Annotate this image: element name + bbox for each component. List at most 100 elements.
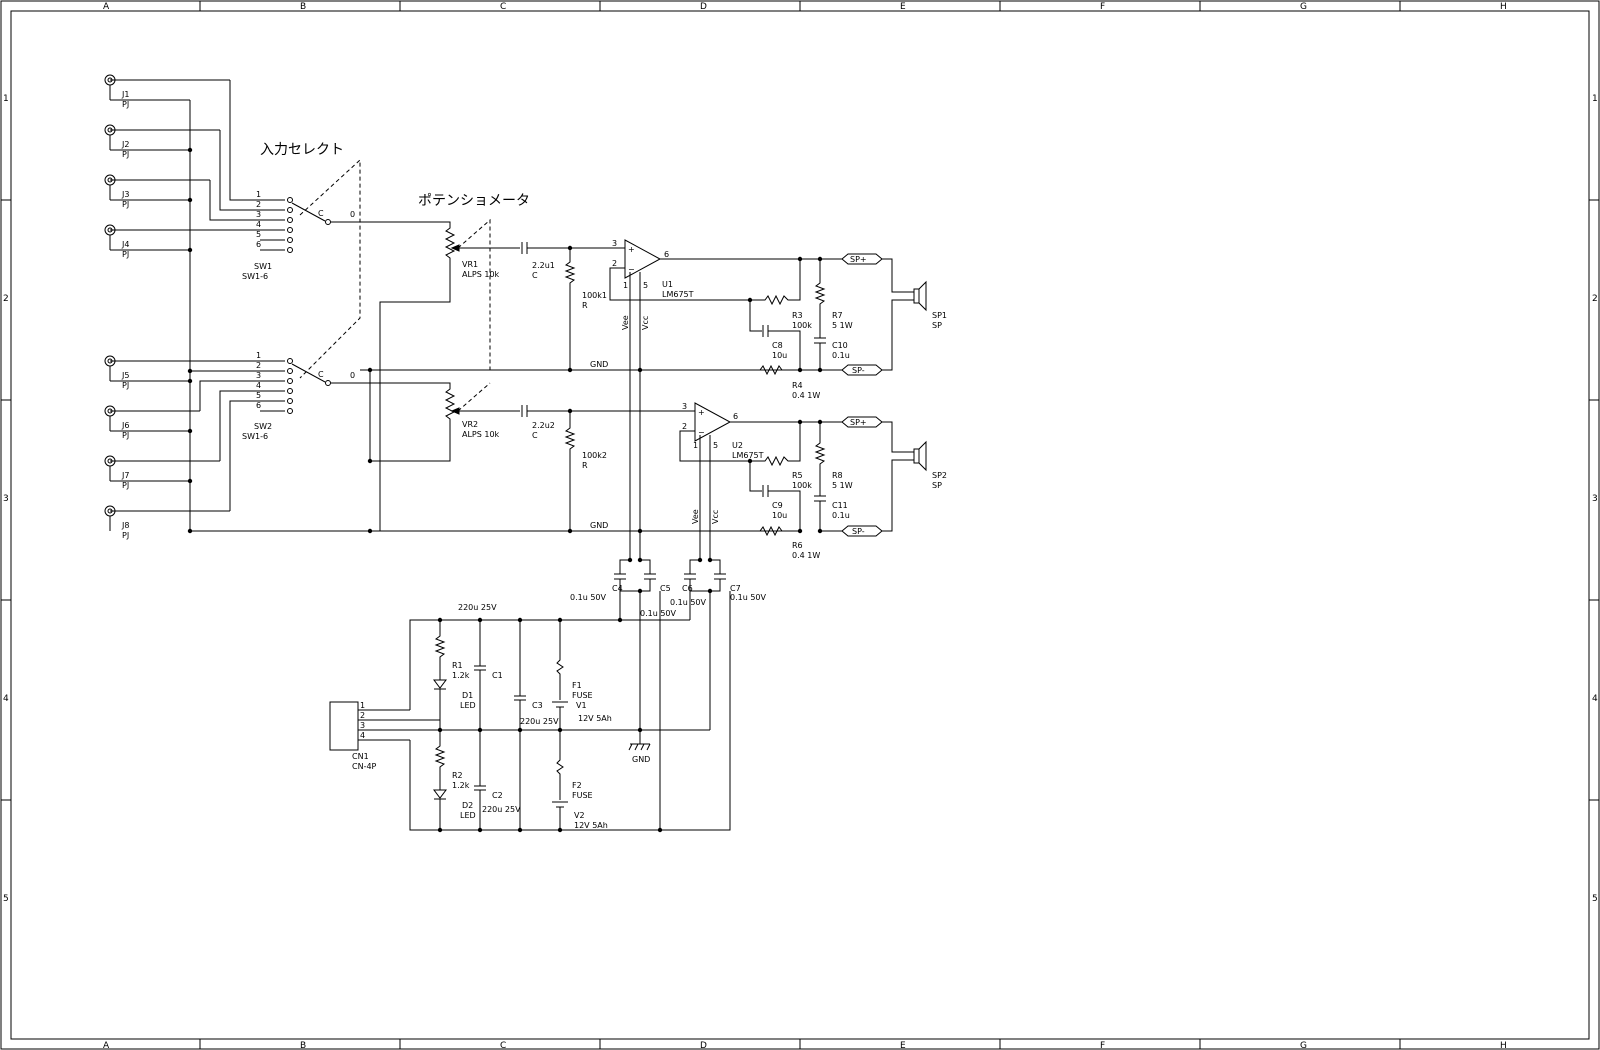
r8-value: 5 1W bbox=[832, 481, 853, 490]
r-100k1-value: R bbox=[582, 301, 588, 310]
gnd-label-ch1: GND bbox=[590, 360, 608, 369]
c7-value: 0.1u 50V bbox=[730, 593, 767, 602]
col-label-f: F bbox=[1100, 2, 1105, 12]
c11-value: 0.1u bbox=[832, 511, 850, 520]
d1-value: LED bbox=[460, 701, 476, 710]
jack-j3: J3 PJ bbox=[104, 174, 210, 209]
c-2u2-1-ref: 2.2u1 bbox=[532, 261, 555, 270]
u2-pin-1: 1 bbox=[693, 441, 698, 450]
vr2-value: ALPS 10k bbox=[462, 430, 500, 439]
sw1-value: SW1-6 bbox=[242, 272, 268, 281]
u2-value: LM675T bbox=[732, 451, 764, 460]
jack-j3-ref: J3 bbox=[121, 190, 129, 199]
c3-ref: C3 bbox=[532, 701, 543, 710]
u2-pin-plus: 3 bbox=[682, 402, 687, 411]
c1-value: 220u 25V bbox=[458, 603, 497, 612]
sp1-plus-label: SP+ bbox=[850, 255, 867, 264]
u2-pin-5: 5 bbox=[713, 441, 718, 450]
cn1-pin-1: 1 bbox=[360, 701, 365, 710]
v2-value: 12V 5Ah bbox=[574, 821, 608, 830]
v2-ref: V2 bbox=[574, 811, 585, 820]
u1-minus-sign: − bbox=[628, 265, 635, 274]
u2-vcc: Vcc bbox=[711, 510, 720, 524]
r1-ref: R1 bbox=[452, 661, 463, 670]
jack-j5-ref: J5 bbox=[121, 371, 129, 380]
sw1-pin-5: 5 bbox=[256, 230, 261, 239]
r1-value: 1.2k bbox=[452, 671, 470, 680]
u1-vcc: Vcc bbox=[641, 316, 650, 330]
sw1-common: C bbox=[318, 209, 324, 218]
c5-value: 0.1u 50V bbox=[640, 609, 677, 618]
col-label-g-bottom: G bbox=[1300, 1041, 1307, 1050]
row-label-3: 3 bbox=[3, 494, 9, 504]
col-label-c-bottom: C bbox=[500, 1041, 506, 1050]
c4-ref: C4 bbox=[612, 584, 623, 593]
f1-value: FUSE bbox=[572, 691, 593, 700]
r-100k2-value: R bbox=[582, 461, 588, 470]
sw2-pin-6: 6 bbox=[256, 401, 261, 410]
sw1-pin-4: 4 bbox=[256, 220, 261, 229]
jack-j6-ref: J6 bbox=[121, 421, 129, 430]
u1-ref: U1 bbox=[662, 280, 673, 289]
sp2-ref: SP2 bbox=[932, 471, 947, 480]
sw1-pin-6: 6 bbox=[256, 240, 261, 249]
jack-j2-value: PJ bbox=[122, 150, 129, 159]
c1-ref: C1 bbox=[492, 671, 503, 680]
sp2-plus-label: SP+ bbox=[850, 418, 867, 427]
u1-vee: Vee bbox=[621, 315, 630, 330]
frame-labels: A B C D E F G H A B C D E F G H 1 2 3 4 … bbox=[3, 2, 1598, 1050]
c3-value: 220u 25V bbox=[520, 717, 559, 726]
vr1-value: ALPS 10k bbox=[462, 270, 500, 279]
jack-j7: J7 PJ bbox=[104, 455, 220, 490]
row-label-1-right: 1 bbox=[1592, 94, 1598, 104]
sw2-zero: 0 bbox=[350, 371, 355, 380]
r8-ref: R8 bbox=[832, 471, 843, 480]
f1-ref: F1 bbox=[572, 681, 582, 690]
c8-value: 10u bbox=[772, 351, 787, 360]
u1-pin-5: 5 bbox=[643, 281, 648, 290]
v1-value: 12V 5Ah bbox=[578, 714, 612, 723]
sw2-common: C bbox=[318, 370, 324, 379]
c4-value: 0.1u 50V bbox=[570, 593, 607, 602]
d1-ref: D1 bbox=[462, 691, 473, 700]
amp-feedback-ch2: R5 100k C9 10u R6 0.4 1W R8 5 1W C11 0.1… bbox=[749, 422, 853, 560]
pot-vr2: VR2 ALPS 10k bbox=[360, 370, 500, 462]
speaker-sp2: SP+ SP- SP2 SP bbox=[810, 416, 947, 537]
opamp-u2: + − 3 2 6 1 5 U2 LM675T Vee Vcc bbox=[679, 402, 810, 560]
f2-ref: F2 bbox=[572, 781, 582, 790]
r4-value: 0.4 1W bbox=[792, 391, 820, 400]
gnd-label-ch2: GND bbox=[590, 521, 608, 530]
jack-j5: J5 PJ bbox=[104, 355, 260, 390]
r2-ref: R2 bbox=[452, 771, 463, 780]
jack-j6-value: PJ bbox=[122, 431, 129, 440]
sp1-minus-label: SP- bbox=[852, 366, 865, 375]
row-label-2: 2 bbox=[3, 294, 9, 304]
sw1-pin-2: 2 bbox=[256, 200, 261, 209]
c-2u2-1-value: C bbox=[532, 271, 538, 280]
sw1-pin-1: 1 bbox=[256, 190, 261, 199]
sp2-value: SP bbox=[932, 481, 942, 490]
power-supply: 1 2 3 4 CN1 CN-4P R1 1.2k D1 LED R2 1.2k… bbox=[329, 591, 731, 831]
input-coupling-ch2: 2.2u2 C 100k2 R bbox=[490, 405, 695, 531]
col-label-b-bottom: B bbox=[300, 1041, 306, 1050]
u2-vee: Vee bbox=[691, 509, 700, 524]
jack-j2: J2 PJ bbox=[104, 124, 220, 159]
c9-value: 10u bbox=[772, 511, 787, 520]
col-label-e-bottom: E bbox=[900, 1041, 906, 1050]
c9-ref: C9 bbox=[772, 501, 783, 510]
c-2u2-2-ref: 2.2u2 bbox=[532, 421, 555, 430]
r-100k2-ref: 100k2 bbox=[582, 451, 607, 460]
sp1-ref: SP1 bbox=[932, 311, 947, 320]
r2-value: 1.2k bbox=[452, 781, 470, 790]
u2-pin-out: 6 bbox=[733, 412, 738, 421]
cn1-pin-4: 4 bbox=[360, 731, 365, 740]
r5-value: 100k bbox=[792, 481, 812, 490]
c6-value: 0.1u 50V bbox=[670, 598, 707, 607]
col-label-d: D bbox=[700, 2, 707, 12]
c11-ref: C11 bbox=[832, 501, 848, 510]
row-label-1: 1 bbox=[3, 94, 9, 104]
r6-value: 0.4 1W bbox=[792, 551, 820, 560]
switch-sw2: 1 2 3 4 5 6 C 0 SW2 SW1-6 bbox=[190, 351, 360, 511]
input-coupling-ch1: 2.2u1 C 100k1 R bbox=[490, 242, 625, 370]
